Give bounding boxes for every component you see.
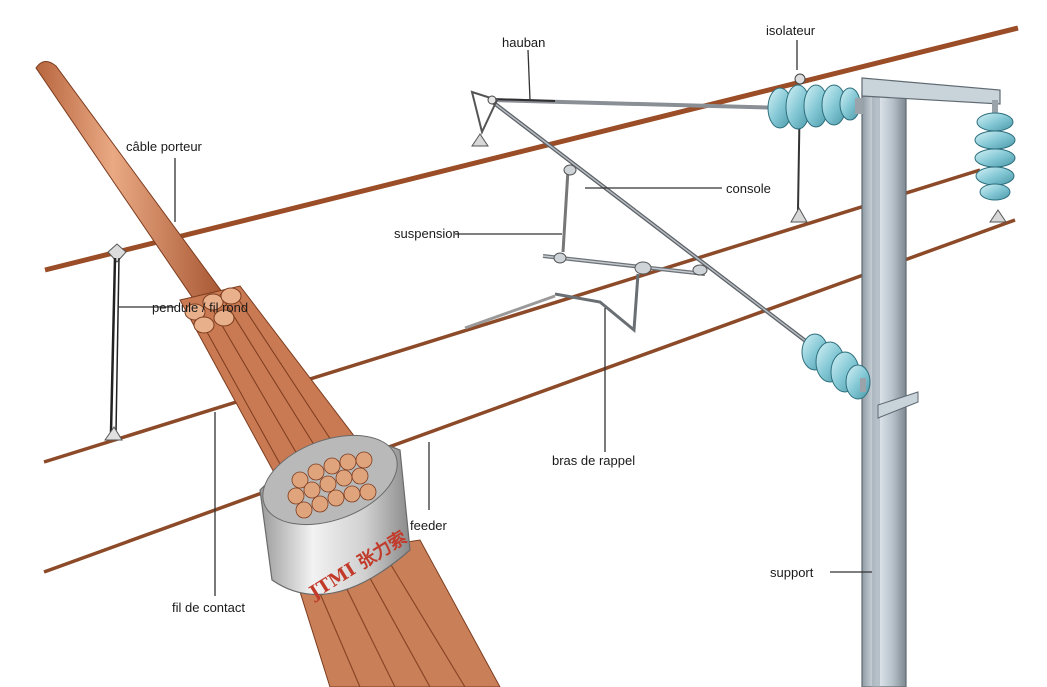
messenger-wire: [44, 25, 1019, 273]
leader-lines: [118, 40, 872, 596]
label-suspension: suspension: [394, 226, 460, 241]
dropper: [104, 243, 127, 441]
label-pendule: pendule / fil rond: [152, 300, 248, 315]
label-hauban: hauban: [502, 35, 545, 50]
labels: hauban isolateur câble porteur console s…: [126, 23, 816, 615]
label-feeder: feeder: [410, 518, 448, 533]
label-cable-porteur: câble porteur: [126, 139, 203, 154]
label-bras-de-rappel: bras de rappel: [552, 453, 635, 468]
label-fil-de-contact: fil de contact: [172, 600, 245, 615]
contact-wire: [43, 168, 981, 464]
insulator-hanging: [974, 100, 1016, 201]
catenary-wires: [43, 25, 1019, 574]
label-console: console: [726, 181, 771, 196]
cantilever: [470, 84, 1007, 354]
insulator-bottom: [801, 333, 871, 400]
insulator-top: [767, 73, 863, 130]
copper-cable-photo: JTMI 张力索: [35, 61, 501, 687]
label-support: support: [770, 565, 814, 580]
contact-wire-steady: [464, 294, 556, 330]
feeder-wire: [43, 218, 1016, 574]
label-isolateur: isolateur: [766, 23, 816, 38]
